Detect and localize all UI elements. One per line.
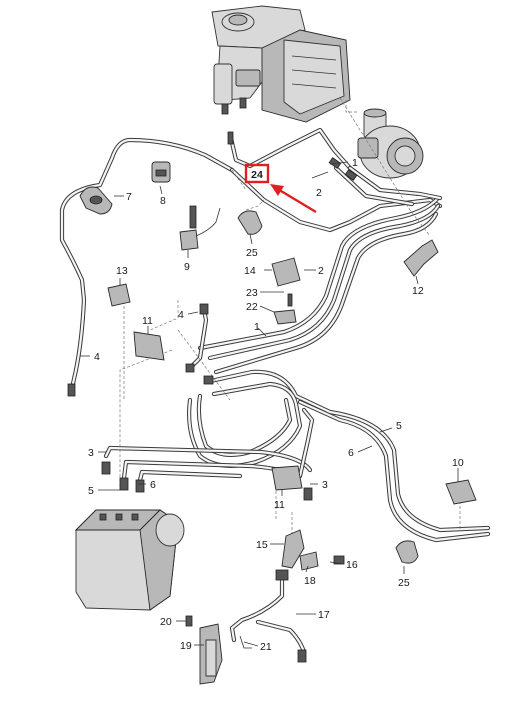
highlight-box	[244, 163, 270, 184]
callout-19: 19	[180, 640, 192, 652]
callout-24: 24	[251, 169, 263, 181]
highlight-callout-24: 24	[244, 163, 317, 214]
callout-5: 5	[88, 485, 94, 497]
callout-6: 6	[150, 479, 156, 491]
callout-17: 17	[318, 609, 330, 621]
callout-2: 2	[316, 187, 322, 199]
brackets-and-clips	[79, 161, 477, 685]
callout-labels: 1 2 7 8 9 25 2 14 13 12 23 22 4 1 11 4 5…	[88, 157, 464, 653]
callout-21: 21	[260, 641, 272, 653]
fittings	[67, 131, 358, 663]
callout-4: 4	[178, 309, 184, 321]
callout-2: 2	[318, 265, 324, 277]
callout-5: 5	[396, 420, 402, 432]
callout-11: 11	[274, 499, 285, 511]
callout-7: 7	[126, 191, 132, 203]
callout-12: 12	[412, 285, 424, 297]
callout-10: 10	[452, 457, 464, 469]
callout-3: 3	[88, 447, 94, 459]
callout-1: 1	[352, 157, 358, 169]
callout-8: 8	[160, 195, 166, 207]
callout-3: 3	[322, 479, 328, 491]
callout-20: 20	[160, 616, 172, 628]
callout-22: 22	[246, 301, 258, 313]
callout-15: 15	[256, 539, 268, 551]
callout-16: 16	[346, 559, 358, 571]
highlight-arrow-head	[270, 184, 284, 196]
callout-9: 9	[184, 261, 190, 273]
callout-23: 23	[246, 287, 258, 299]
callout-1: 1	[254, 321, 260, 333]
callout-25: 25	[246, 247, 258, 259]
callout-25: 25	[398, 577, 410, 589]
callout-6: 6	[348, 447, 354, 459]
brake-master-cylinder	[211, 5, 351, 123]
callout-18: 18	[304, 575, 316, 587]
highlight-arrow	[275, 186, 317, 214]
lead-lines	[80, 161, 459, 647]
vacuum-pump	[357, 108, 424, 179]
abs-hydraulic-unit	[74, 509, 185, 611]
callout-4: 4	[94, 351, 100, 363]
callout-11: 11	[142, 315, 153, 327]
callout-13: 13	[116, 265, 128, 277]
callout-14: 14	[244, 265, 256, 277]
